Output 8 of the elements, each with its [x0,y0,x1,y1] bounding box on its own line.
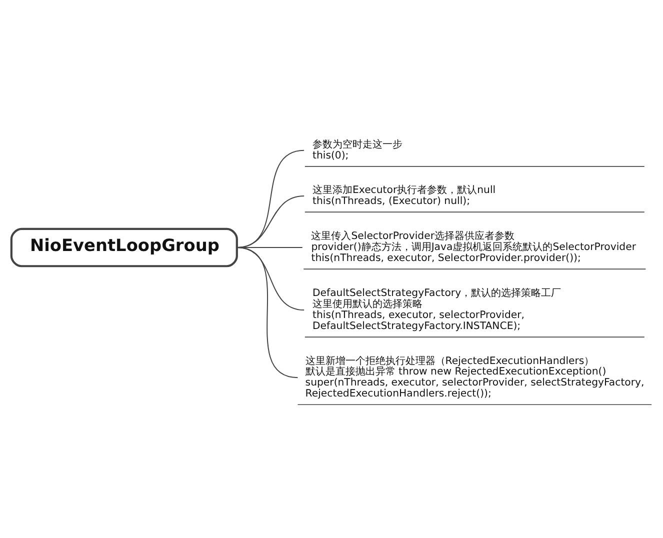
node-text: 参数为空时走这一步 this(0); [312,139,402,162]
node-text: 这里新增一个拒绝执行处理器（RejectedExecutionHandlers） 默认是直接抛出异常 throw new RejectedExecutionException() super(nThreads, executor, selectorProvider, selectStrategyFactory, RejectedExecutionHandlers.reject()); [305,355,644,400]
node-text: 这里传入SelectorProvider选择器供应者参数 provider()静态方法，调用Java虚拟机返回系统默认的SelectorProvider this(nThreads, executor, SelectorProvider.provider()); [311,230,636,264]
connector [236,246,304,310]
node-text: DefaultSelectStrategyFactory，默认的选择策略工厂 这里使用默认的选择策略 this(nThreads, executor, selectorProvider, DefaultSelectStrategyFactory.INSTANCE); [312,288,562,332]
node-box: NioEventLoopGroup [10,227,238,267]
connector [236,246,298,378]
node-text: 这里添加Executor执行者参数，默认null this(nThreads, (Executor) null); [312,184,496,207]
